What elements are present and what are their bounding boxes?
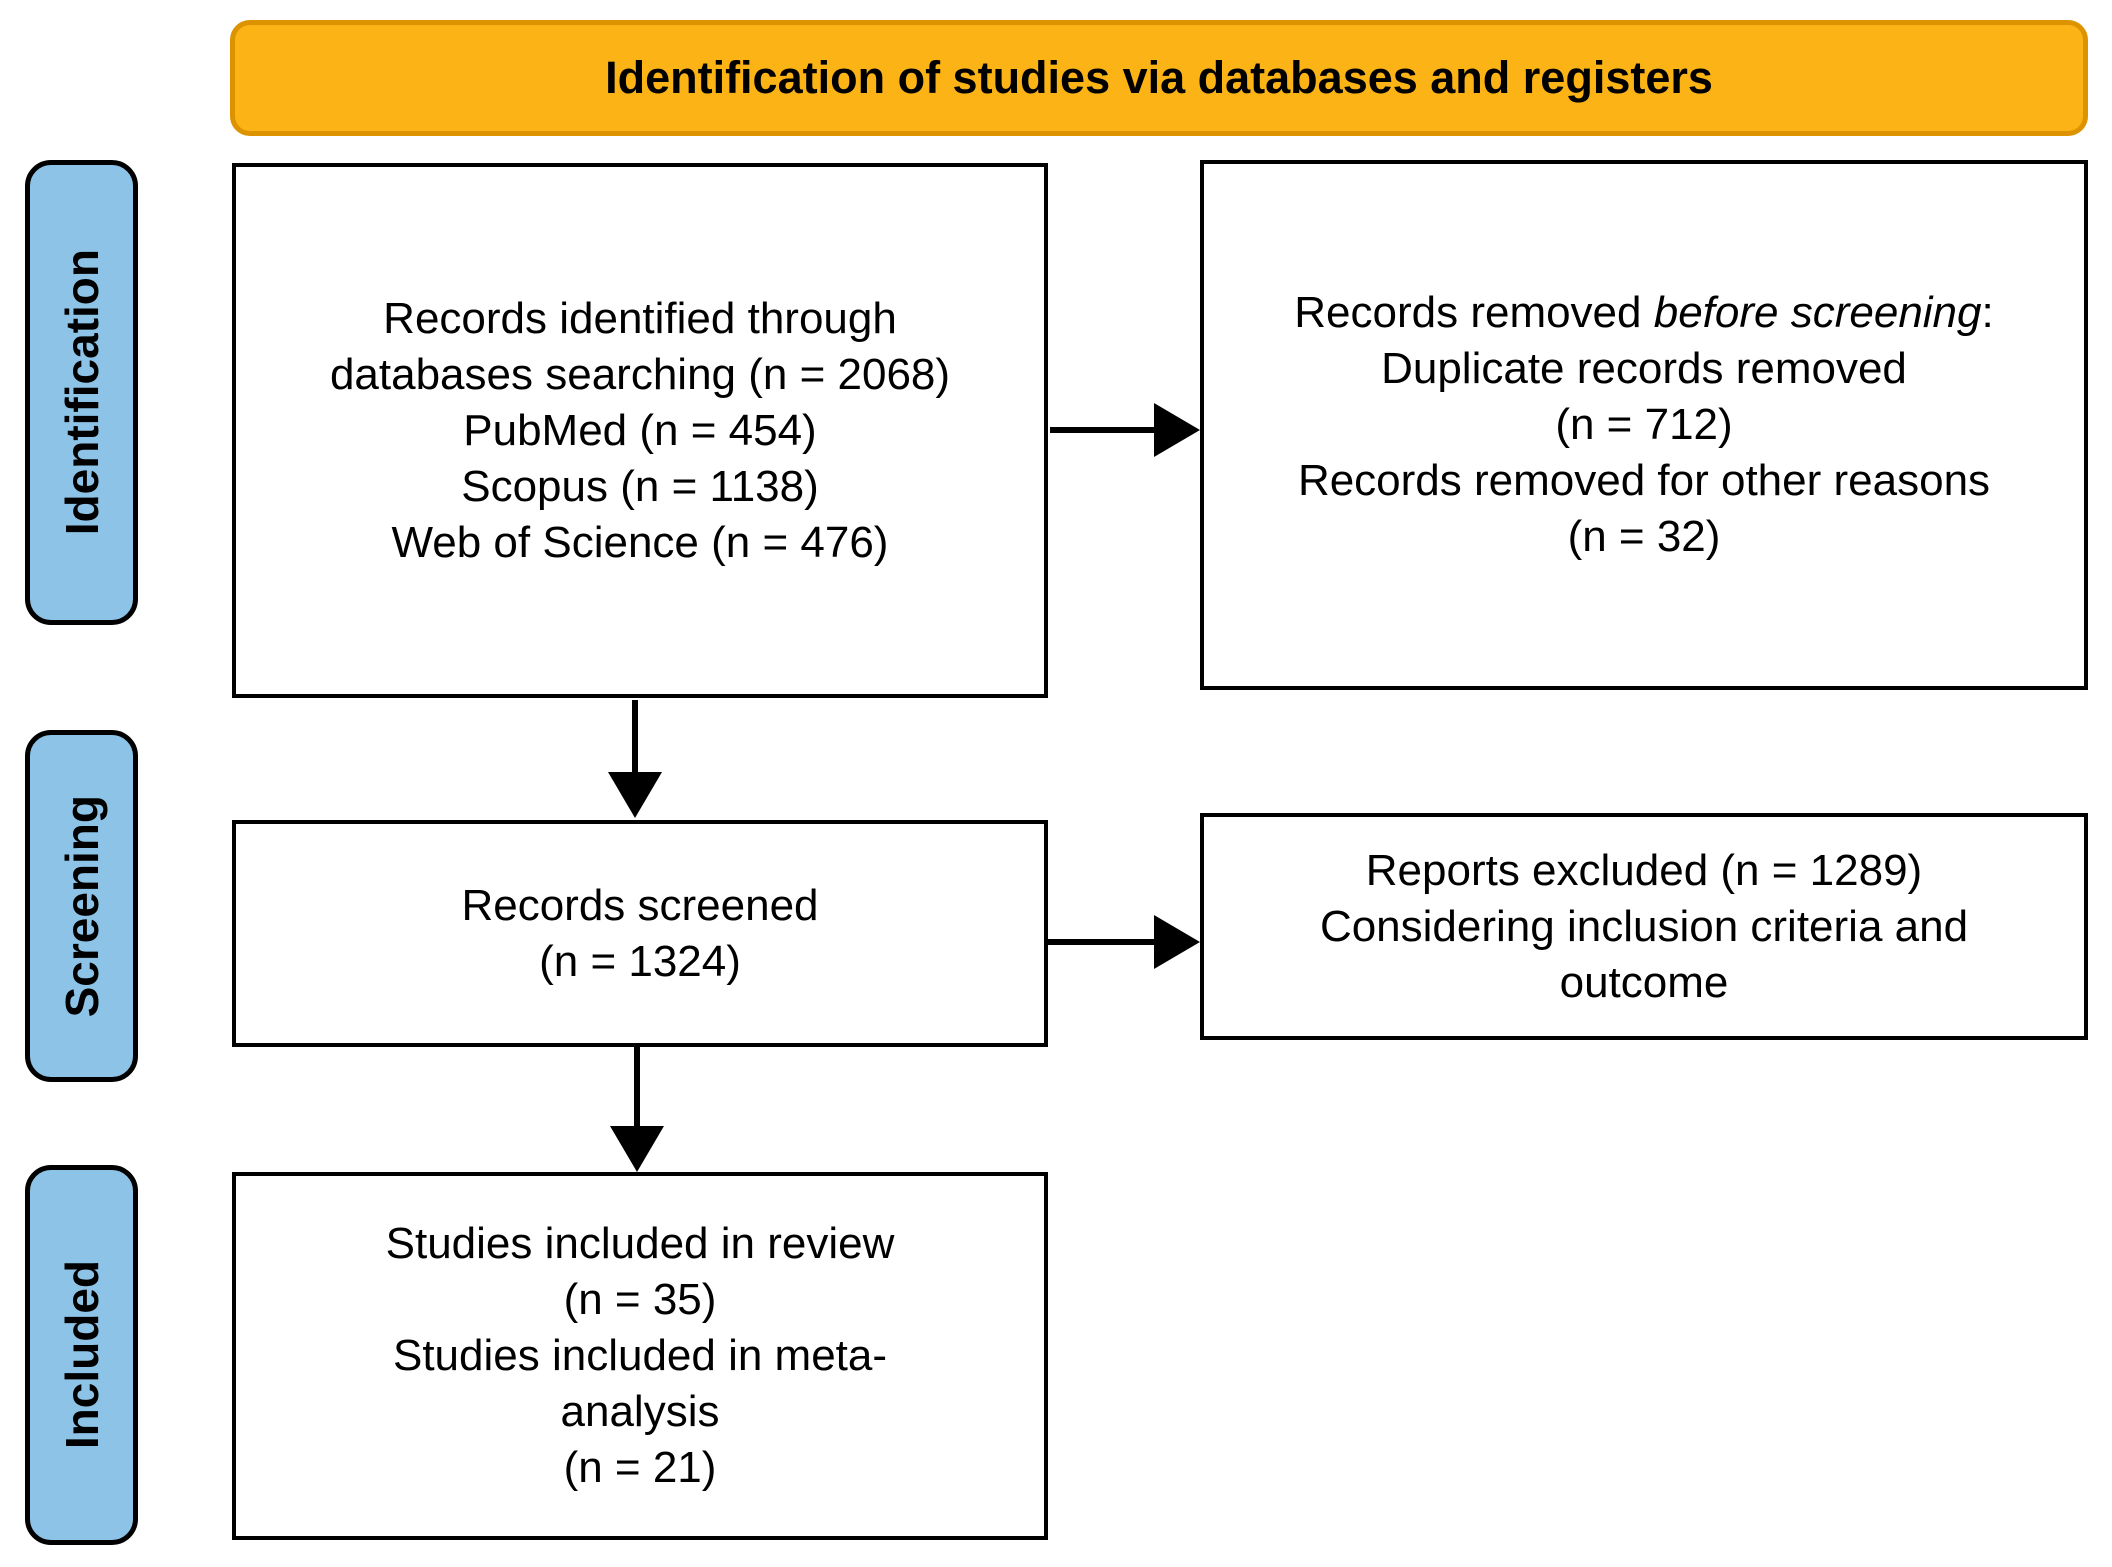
box-line: (n = 712) (1555, 400, 1733, 449)
box-line: Records identified through (383, 293, 897, 343)
box-line: Considering inclusion criteria and (1319, 901, 1969, 951)
box-reports-excluded: Reports excluded (n = 1289) Considering … (1200, 813, 2088, 1040)
arrow-screened-to-excluded (1048, 915, 1200, 969)
stage-label-screening: Screening (25, 730, 138, 1082)
box-line: Reports excluded (n = 1289) (1365, 845, 1923, 895)
stage-label-included: Included (25, 1165, 138, 1545)
box-line: (n = 21) (563, 1443, 717, 1492)
stage-label-identification-text: Identification (55, 249, 108, 536)
right-arrowhead-icon (1154, 403, 1200, 457)
box-line: PubMed (n = 454) (463, 405, 817, 455)
arrow-shaft (1050, 427, 1160, 433)
stage-label-screening-text: Screening (55, 794, 108, 1018)
box-line: Studies included in review (385, 1219, 895, 1268)
box-line: Records removed for other reasons (1297, 456, 1991, 505)
box-line: (n = 1324) (539, 936, 741, 986)
arrow-identified-to-removed (1050, 403, 1200, 457)
box-records-identified: Records identified through databases sea… (232, 163, 1048, 698)
box-line: (n = 35) (563, 1275, 717, 1324)
arrow-identified-to-screened (608, 700, 662, 818)
box-line-text: Records removed (1294, 288, 1654, 337)
box-line: Studies included in meta- (392, 1331, 888, 1380)
right-arrowhead-icon (1154, 915, 1200, 969)
box-studies-included: Studies included in review (n = 35) Stud… (232, 1172, 1048, 1540)
box-line: Web of Science (n = 476) (391, 517, 889, 567)
arrow-screened-to-included (610, 1045, 664, 1172)
box-line: Records screened (461, 880, 819, 930)
box-line: analysis (560, 1387, 720, 1436)
arrow-shaft (634, 1045, 640, 1132)
arrow-shaft (632, 700, 638, 778)
header-title: Identification of studies via databases … (605, 52, 1713, 103)
box-line: outcome (1559, 957, 1729, 1007)
box-records-screened: Records screened (n = 1324) (232, 820, 1048, 1047)
box-line: (n = 32) (1567, 512, 1721, 561)
box-line: Duplicate records removed (1381, 344, 1907, 393)
down-arrowhead-icon (608, 772, 662, 818)
arrow-shaft (1048, 939, 1160, 945)
box-line: databases searching (n = 2068) (329, 349, 951, 399)
box-line: Scopus (n = 1138) (461, 461, 819, 511)
box-line: Records removed before screening: (1294, 285, 1993, 341)
stage-label-identification: Identification (25, 160, 138, 625)
header-banner: Identification of studies via databases … (230, 20, 2088, 136)
box-line-italic-text: before screening (1653, 288, 1982, 337)
box-line-text: : (1981, 288, 1994, 337)
box-records-removed: Records removed before screening: Duplic… (1200, 160, 2088, 690)
stage-label-included-text: Included (55, 1260, 108, 1450)
down-arrowhead-icon (610, 1126, 664, 1172)
